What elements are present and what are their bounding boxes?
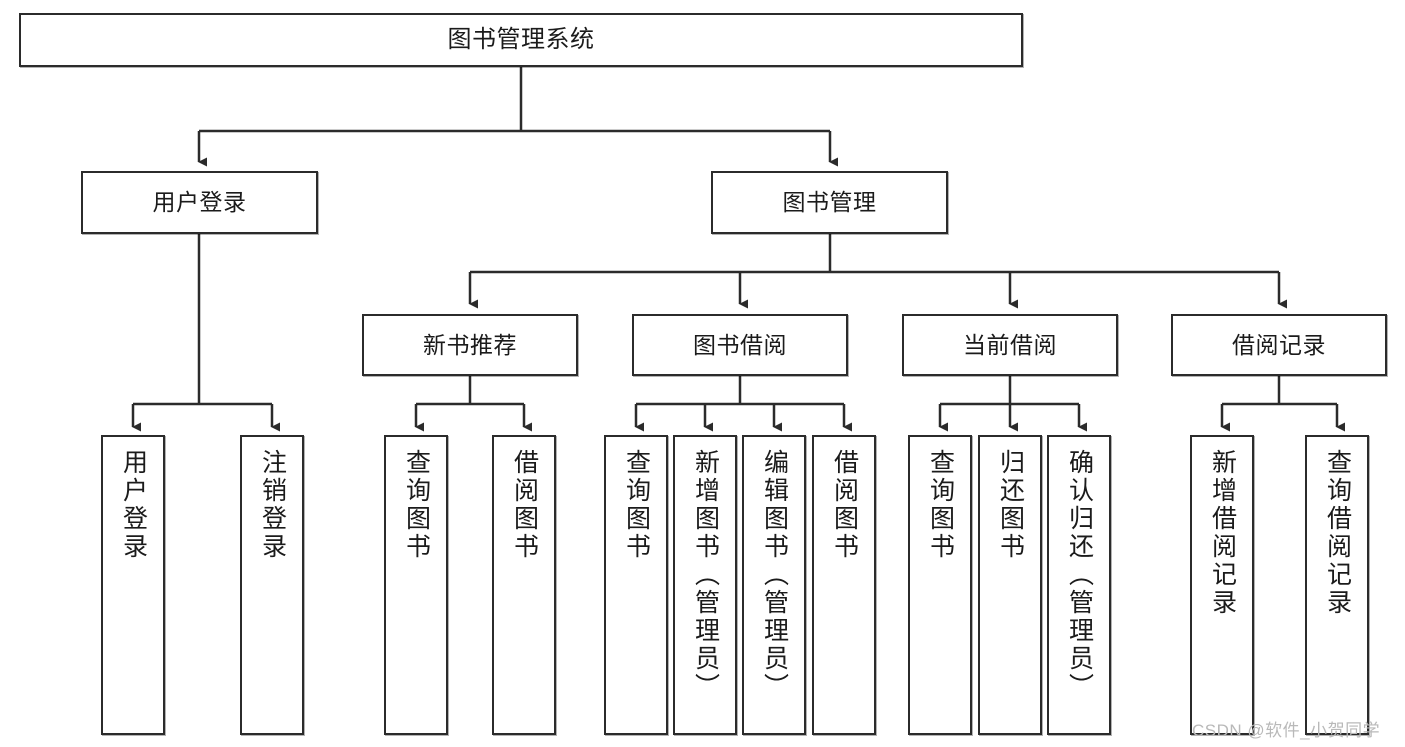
node-label: 当前借阅 xyxy=(963,331,1057,358)
node-leaf-logout-login[interactable]: 注销登录 xyxy=(240,435,304,735)
node-leaf-query-borrow-record[interactable]: 查询借阅记录 xyxy=(1305,435,1369,735)
node-leaf-borrow-book-2[interactable]: 借阅图书 xyxy=(812,435,876,735)
node-leaf-query-book-2[interactable]: 查询图书 xyxy=(604,435,668,735)
node-book-management[interactable]: 图书管理 xyxy=(711,171,948,234)
node-leaf-user-login[interactable]: 用户登录 xyxy=(101,435,165,735)
watermark-text: CSDN @软件_小贺同学 xyxy=(1192,721,1381,740)
node-label: 确认归还（管理员） xyxy=(1065,449,1094,701)
node-label: 新增借阅记录 xyxy=(1208,449,1237,617)
node-label: 借阅图书 xyxy=(830,449,859,561)
node-leaf-add-book-admin[interactable]: 新增图书（管理员） xyxy=(673,435,737,735)
node-label: 查询图书 xyxy=(402,449,431,561)
node-current-borrow[interactable]: 当前借阅 xyxy=(902,314,1118,376)
node-leaf-add-borrow-record[interactable]: 新增借阅记录 xyxy=(1190,435,1254,735)
node-label: 图书管理 xyxy=(782,189,877,216)
node-label: 图书借阅 xyxy=(693,331,787,358)
node-label: 编辑图书（管理员） xyxy=(760,449,789,701)
node-leaf-edit-book-admin[interactable]: 编辑图书（管理员） xyxy=(742,435,806,735)
node-label: 借阅图书 xyxy=(510,449,539,561)
node-book-borrow[interactable]: 图书借阅 xyxy=(632,314,848,376)
node-label: 借阅记录 xyxy=(1232,331,1326,358)
node-leaf-return-book[interactable]: 归还图书 xyxy=(978,435,1042,735)
node-label: 查询借阅记录 xyxy=(1323,449,1352,617)
node-label: 归还图书 xyxy=(996,449,1025,561)
node-new-book-recommend[interactable]: 新书推荐 xyxy=(362,314,578,376)
node-leaf-confirm-return-admin[interactable]: 确认归还（管理员） xyxy=(1047,435,1111,735)
node-leaf-query-book-3[interactable]: 查询图书 xyxy=(908,435,972,735)
node-borrow-record[interactable]: 借阅记录 xyxy=(1171,314,1387,376)
node-label: 用户登录 xyxy=(119,449,148,561)
node-label: 图书管理系统 xyxy=(447,26,595,54)
node-label: 查询图书 xyxy=(622,449,651,561)
node-leaf-borrow-book-1[interactable]: 借阅图书 xyxy=(492,435,556,735)
node-user-login[interactable]: 用户登录 xyxy=(81,171,318,234)
node-label: 查询图书 xyxy=(926,449,955,561)
node-label: 新增图书（管理员） xyxy=(691,449,720,701)
node-label: 用户登录 xyxy=(152,189,247,216)
node-root-system[interactable]: 图书管理系统 xyxy=(19,13,1023,67)
node-leaf-query-book-1[interactable]: 查询图书 xyxy=(384,435,448,735)
node-label: 注销登录 xyxy=(258,449,287,561)
node-label: 新书推荐 xyxy=(423,331,517,358)
